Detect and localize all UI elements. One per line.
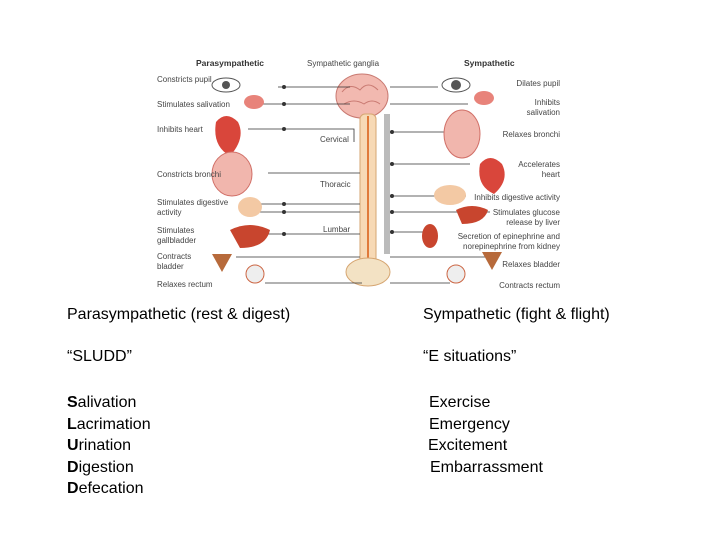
e-item: Excitement xyxy=(428,437,508,454)
e-situations-list: Exercise Emergency Excitement Embarrassm… xyxy=(428,392,543,478)
label-inhibits-digestive-activity: Inhibits digestive activity xyxy=(474,193,560,202)
header-sympathetic-ganglia: Sympathetic ganglia xyxy=(307,59,380,68)
label-dilates-pupil: Dilates pupil xyxy=(516,79,560,88)
sludd-list: Salivation Lacrimation Urination Digesti… xyxy=(67,392,151,500)
label-gallbladder: gallbladder xyxy=(157,236,196,245)
sympathetic-nerves xyxy=(390,86,490,284)
sludd-item: Defecation xyxy=(67,480,144,497)
e-item: Exercise xyxy=(429,394,491,411)
e-item: Emergency xyxy=(429,415,510,433)
label-release-by-liver: release by liver xyxy=(506,218,560,227)
header-parasympathetic: Parasympathetic xyxy=(196,58,264,68)
label-stimulates-digestive: Stimulates digestive xyxy=(157,198,229,207)
label-heart: heart xyxy=(542,170,561,179)
label-relaxes-bronchi: Relaxes bronchi xyxy=(503,130,561,139)
parasympathetic-nerves xyxy=(236,86,362,284)
label-norepinephrine-kidney: norepinephrine from kidney xyxy=(463,242,560,251)
label-activity: activity xyxy=(157,208,181,217)
label-stimulates-salivation: Stimulates salivation xyxy=(157,100,230,109)
sympathetic-title: Sympathetic (fight & flight) xyxy=(423,306,610,323)
organ-illustrations-right xyxy=(422,77,505,284)
sludd-item: Lacrimation xyxy=(67,415,151,433)
brain-illustration xyxy=(335,73,389,119)
label-stimulates-glucose: Stimulates glucose xyxy=(493,208,561,217)
sludd-item: Salivation xyxy=(67,394,137,411)
label-secretion-epinephrine: Secretion of epinephrine and xyxy=(458,232,560,241)
label-inhibits: Inhibits xyxy=(535,98,560,107)
spine-label-cervical: Cervical xyxy=(320,135,349,144)
label-relaxes-bladder: Relaxes bladder xyxy=(502,260,560,269)
spinal-cord-illustration xyxy=(345,113,391,287)
label-contracts-rectum: Contracts rectum xyxy=(499,281,560,290)
label-salivation: salivation xyxy=(527,108,560,117)
e-item: Embarrassment xyxy=(430,458,543,476)
label-bladder: bladder xyxy=(157,262,184,271)
label-constricts-bronchi: Constricts bronchi xyxy=(157,170,221,179)
spine-label-lumbar: Lumbar xyxy=(323,225,350,234)
ganglia-dots xyxy=(282,85,394,236)
label-accelerates: Accelerates xyxy=(518,160,560,169)
sympathetic-mnemonic: “E situations” xyxy=(423,348,517,365)
spine-label-thoracic: Thoracic xyxy=(320,180,351,189)
label-stimulates: Stimulates xyxy=(157,226,194,235)
label-inhibits-heart: Inhibits heart xyxy=(157,125,204,134)
organ-illustrations-left xyxy=(211,77,270,284)
label-relaxes-rectum: Relaxes rectum xyxy=(157,280,213,289)
parasympathetic-mnemonic: “SLUDD” xyxy=(67,348,132,365)
label-constricts-pupil: Constricts pupil xyxy=(157,75,212,84)
label-contracts: Contracts xyxy=(157,252,191,261)
parasympathetic-title: Parasympathetic (rest & digest) xyxy=(67,306,291,323)
header-sympathetic: Sympathetic xyxy=(464,58,515,68)
sludd-item: Urination xyxy=(67,437,132,454)
autonomic-nervous-system-diagram: Parasympathetic Sympathetic ganglia Symp… xyxy=(157,58,561,290)
sludd-item: Digestion xyxy=(67,458,134,476)
